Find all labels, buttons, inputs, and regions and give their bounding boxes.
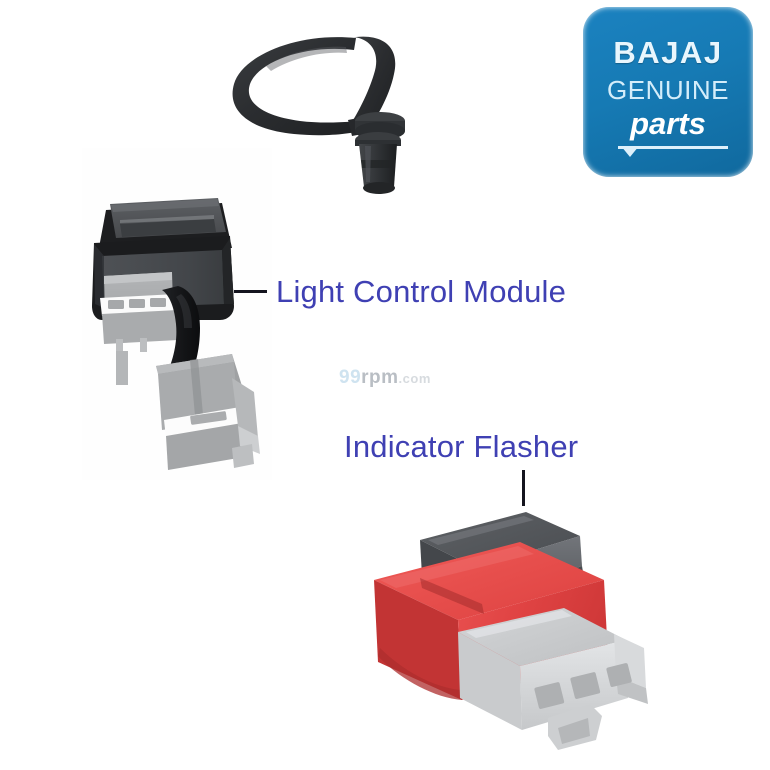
logo-underline [618, 146, 728, 149]
bajaj-genuine-parts-logo: BAJAJ GENUINE parts [583, 7, 753, 177]
label-indicator-flasher: Indicator Flasher [344, 429, 579, 464]
watermark-prefix: 99 [339, 367, 362, 388]
label-light-control-module: Light Control Module [276, 274, 567, 309]
logo-tick-marker [621, 146, 639, 157]
cable-clamp-illustration [228, 22, 418, 197]
leader-line-indicator-flasher [522, 470, 525, 506]
indicator-flasher-illustration [358, 492, 688, 750]
light-control-module-illustration [82, 148, 277, 483]
watermark: 99rpm.com [339, 367, 431, 389]
watermark-main: rpm [361, 367, 399, 388]
leader-line-light-control-module [234, 290, 267, 293]
logo-genuine-text: GENUINE [607, 75, 729, 105]
watermark-suffix: .com [398, 371, 431, 386]
logo-parts-text: parts [630, 106, 706, 141]
logo-brand-name: BAJAJ [613, 35, 723, 70]
